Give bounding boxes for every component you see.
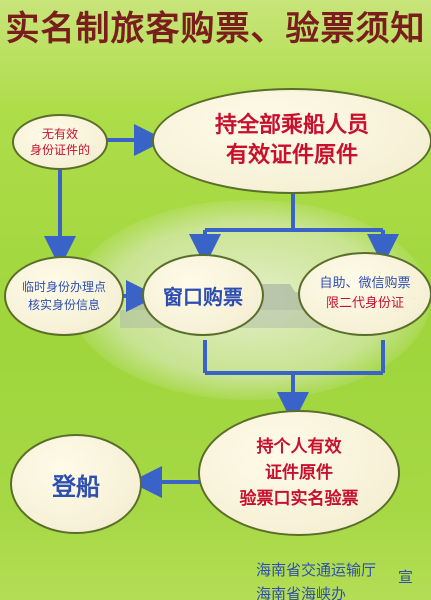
footer-org-strait-office-text: 海南省海峡办 [256, 585, 347, 600]
node-all-passengers-id: 持全部乘船人员 有效证件原件 [152, 88, 431, 194]
node-temp-id-office: 临时身份办理点 核实身份信息 [4, 256, 124, 336]
footer-org-transport-dept: 海南省交通运输厅 [256, 559, 376, 580]
node-all-passengers-line2: 有效证件原件 [225, 143, 358, 168]
footer-org-transport-dept-text: 海南省交通运输厅 [256, 561, 377, 579]
node-self-wechat-ticketing: 自助、微信购票 限二代身份证 [298, 252, 431, 336]
node-all-passengers-line1: 持全部乘船人员 [214, 113, 369, 138]
node-no-valid-id-line1: 无有效 [41, 127, 78, 141]
node-window-label: 窗口购票 [163, 284, 243, 309]
page-title: 实名制旅客购票、验票须知 [5, 9, 426, 49]
node-personal-line3: 验票口实名验票 [239, 489, 359, 509]
node-self-line2: 限二代身份证 [325, 296, 404, 311]
node-boarding: 登船 [10, 434, 142, 534]
node-no-valid-id: 无有效 身份证件的 [12, 114, 108, 170]
footer-org-strait-office: 海南省海峡办 [256, 583, 346, 600]
node-temp-id-line2: 核实身份信息 [27, 298, 100, 312]
node-personal-id-check: 持个人有效 证件原件 验票口实名验票 [198, 410, 400, 536]
node-boarding-label: 登船 [52, 472, 100, 501]
node-self-line1: 自助、微信购票 [319, 276, 411, 291]
node-temp-id-line1: 临时身份办理点 [21, 280, 106, 294]
node-personal-line1: 持个人有效 [256, 437, 342, 457]
footer-suffix: 宣 [398, 568, 414, 586]
node-personal-line2: 证件原件 [265, 463, 333, 483]
node-window-ticketing: 窗口购票 [142, 254, 264, 336]
node-no-valid-id-line2: 身份证件的 [29, 143, 90, 157]
